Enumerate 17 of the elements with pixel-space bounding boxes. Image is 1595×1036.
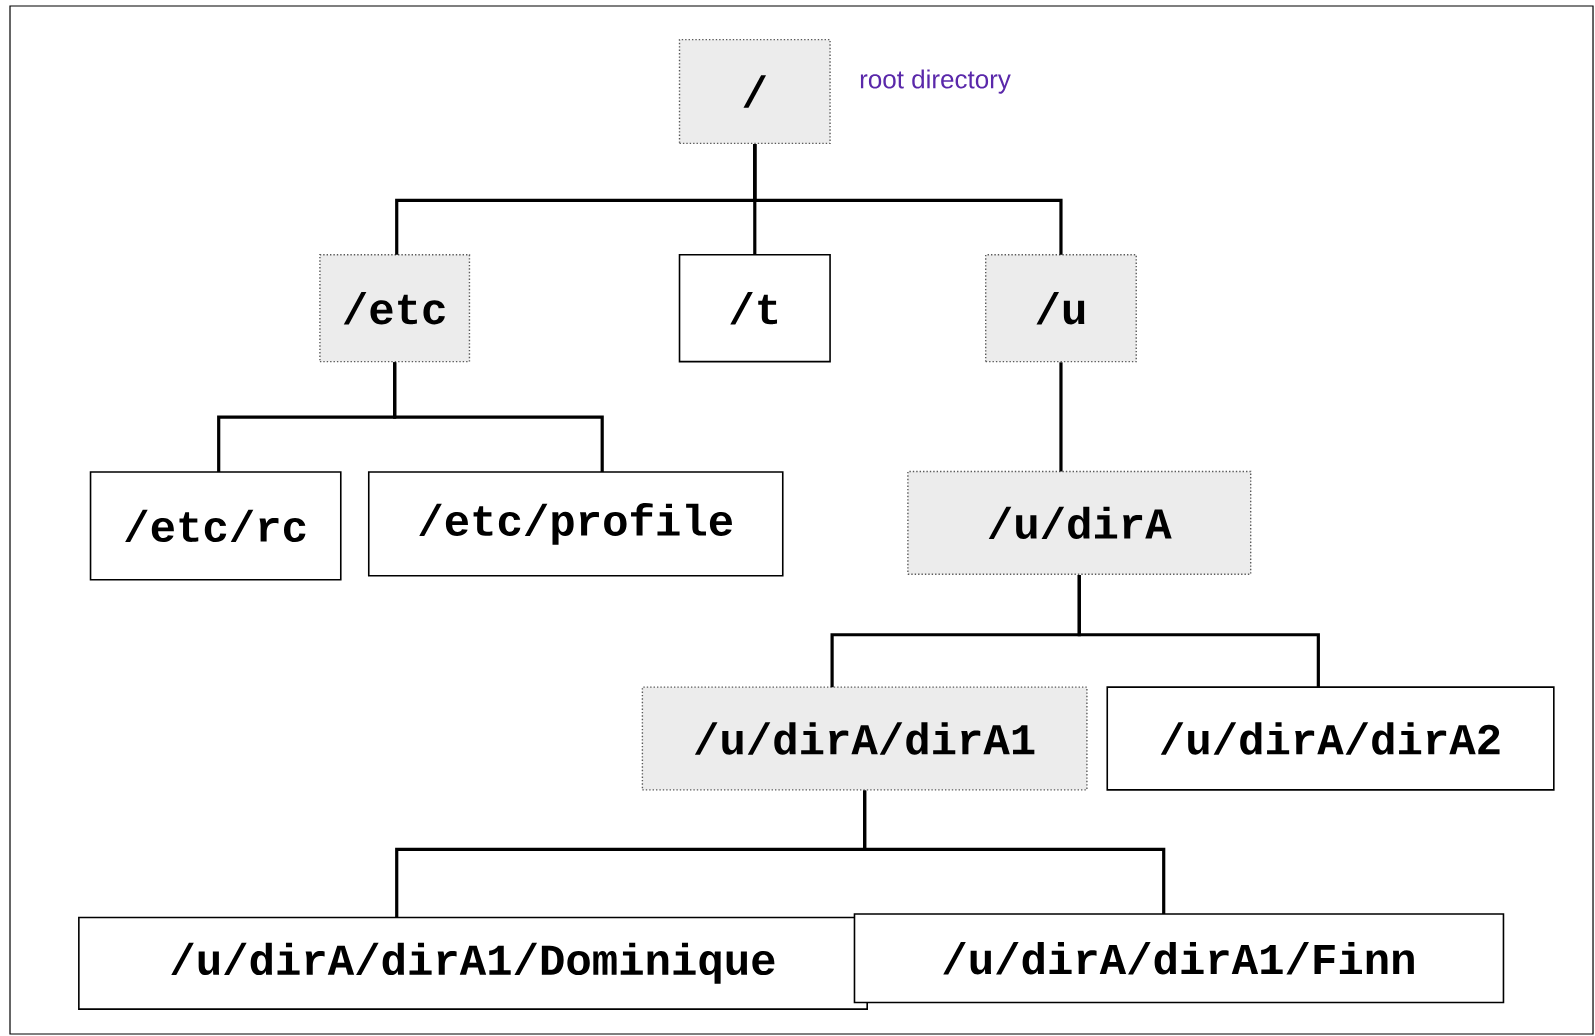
connector-line: [1059, 362, 1063, 472]
connector-line: [393, 362, 604, 472]
connector-line: [863, 790, 1166, 914]
connector-line: [753, 144, 1063, 255]
file-box: /u/dirA/dirA1/Dominique: [78, 916, 868, 1010]
directory-box: /u/dirA: [907, 470, 1252, 575]
file-box: /etc/rc: [89, 471, 342, 581]
file-box: /etc/profile: [367, 471, 784, 577]
connector-line: [1077, 574, 1320, 688]
file-box: /t: [678, 254, 831, 363]
file-box: /u/dirA/dirA1/Finn: [853, 913, 1505, 1004]
annotation-text: root directory: [860, 69, 1011, 94]
directory-box: /: [678, 38, 831, 145]
directory-box: /u: [985, 254, 1137, 363]
file-box: /u/dirA/dirA2: [1106, 686, 1555, 791]
directory-box: /etc: [319, 254, 471, 363]
directory-box: /u/dirA/dirA1: [641, 686, 1088, 791]
